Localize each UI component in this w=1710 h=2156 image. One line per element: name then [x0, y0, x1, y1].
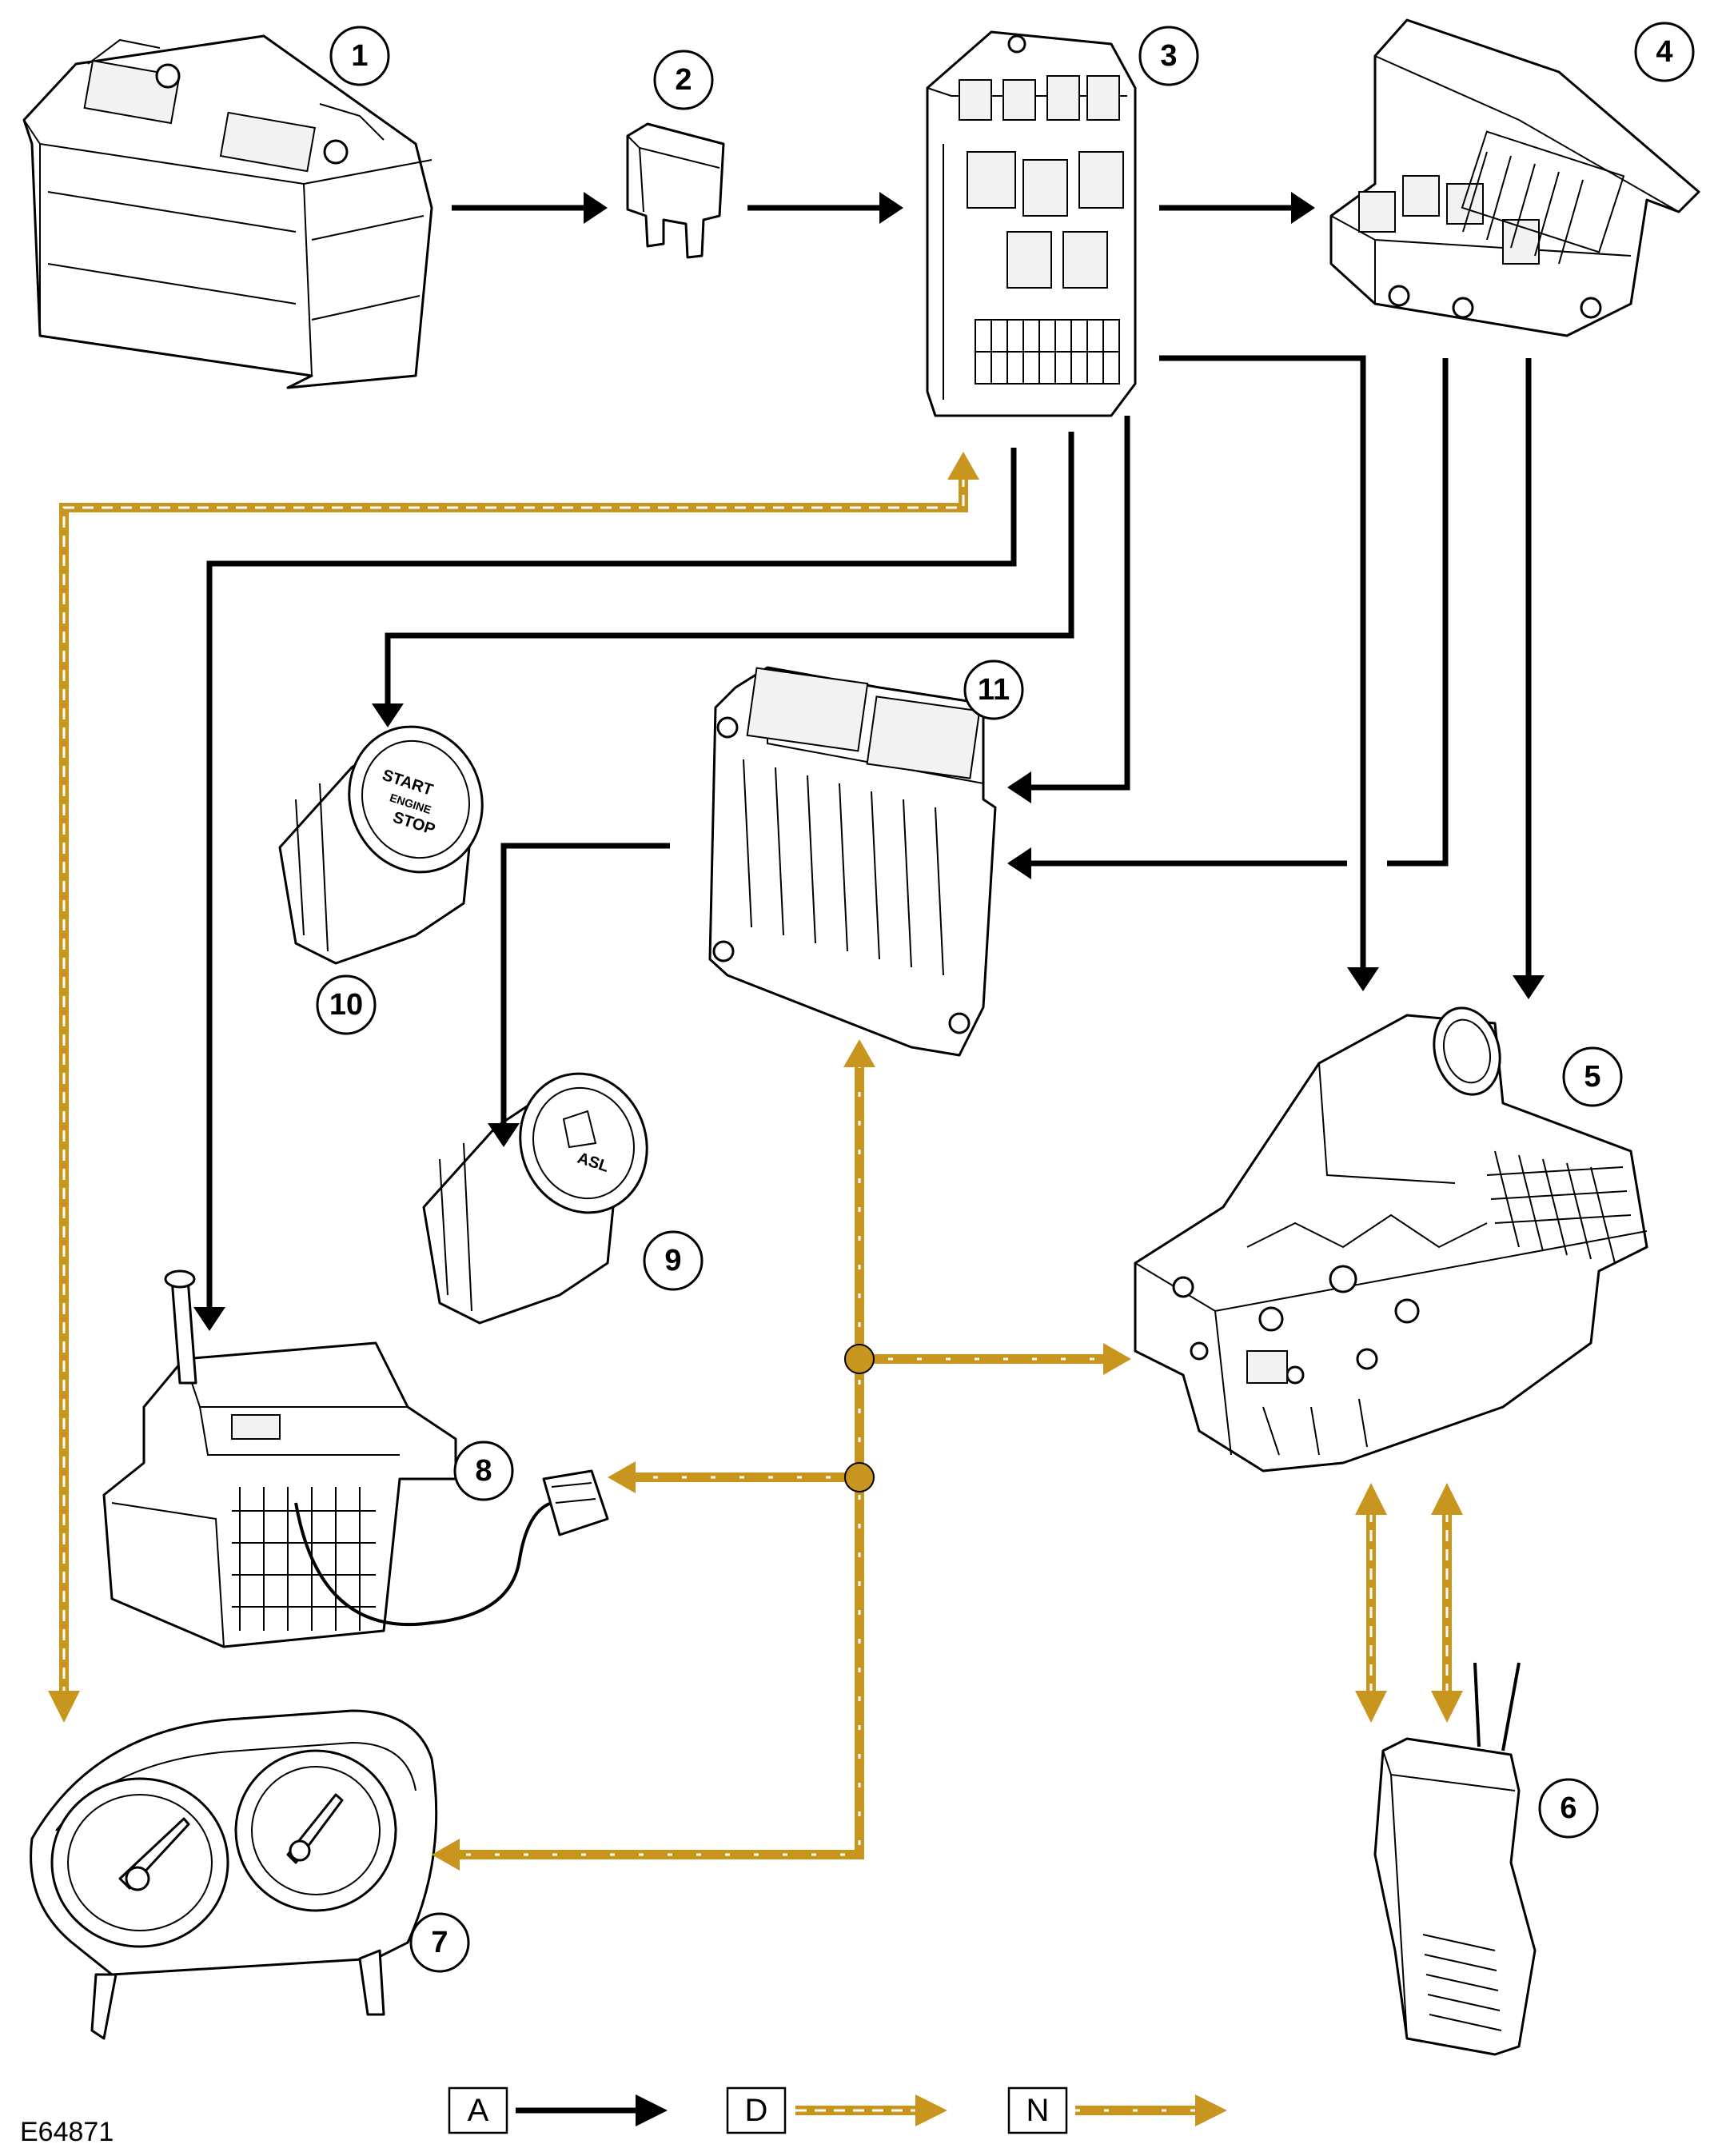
- bus-trunk: [432, 1039, 875, 1871]
- callout-11-label: 11: [978, 673, 1010, 707]
- callout-8: 8: [453, 1441, 514, 1501]
- callout-10: 10: [316, 974, 377, 1035]
- transmission-selector: [102, 1269, 609, 1648]
- battery: [22, 34, 433, 389]
- callout-9: 9: [643, 1230, 704, 1291]
- callout-4: 4: [1634, 22, 1695, 82]
- callout-11: 11: [963, 660, 1024, 720]
- legend-a-label: A: [468, 2093, 489, 2128]
- bus-3-to-7: [48, 452, 979, 1723]
- legend-d-label: D: [745, 2093, 768, 2128]
- bus-to-8: [608, 1461, 875, 1493]
- central-junction-box: [926, 30, 1137, 417]
- callout-5: 5: [1562, 1046, 1623, 1107]
- callout-10-label: 10: [329, 988, 363, 1022]
- callout-2-label: 2: [675, 63, 692, 97]
- callout-6: 6: [1538, 1778, 1599, 1839]
- legend-d: D: [726, 2086, 947, 2134]
- legend: A D N: [448, 2086, 1227, 2134]
- callout-7: 7: [409, 1912, 470, 1973]
- engine-control-module: [708, 666, 997, 1057]
- instrument-cluster: [30, 1709, 438, 2040]
- callout-8-label: 8: [475, 1454, 492, 1488]
- legend-n: N: [1007, 2086, 1227, 2134]
- wires-bus: [48, 452, 1463, 1871]
- legend-n-label: N: [1026, 2093, 1050, 2128]
- callout-3: 3: [1138, 26, 1199, 86]
- callout-4-label: 4: [1656, 35, 1672, 69]
- figure-id: E64871: [20, 2117, 114, 2147]
- legend-a: A: [448, 2086, 668, 2134]
- callout-2: 2: [653, 50, 714, 110]
- callout-3-label: 3: [1160, 39, 1177, 73]
- asl-switch: ASL: [422, 1072, 648, 1325]
- callout-1-label: 1: [351, 39, 368, 73]
- callout-6-label: 6: [1560, 1791, 1576, 1825]
- callout-1: 1: [329, 26, 390, 86]
- bus-to-5: [844, 1343, 1131, 1375]
- callout-5-label: 5: [1584, 1060, 1600, 1094]
- fuse: [626, 122, 725, 259]
- bus-5-6-left: [1355, 1483, 1387, 1723]
- callout-9-label: 9: [664, 1244, 681, 1277]
- bus-5-6-right: [1431, 1483, 1463, 1723]
- transmission-connector: [1373, 1662, 1537, 2056]
- engine-junction-box: [1329, 18, 1700, 337]
- callout-7-label: 7: [431, 1926, 448, 1959]
- transmission-valve-body: [1134, 1006, 1648, 1473]
- wires-a: [193, 192, 1545, 1331]
- start-stop-button: START ENGINE STOP: [278, 725, 484, 965]
